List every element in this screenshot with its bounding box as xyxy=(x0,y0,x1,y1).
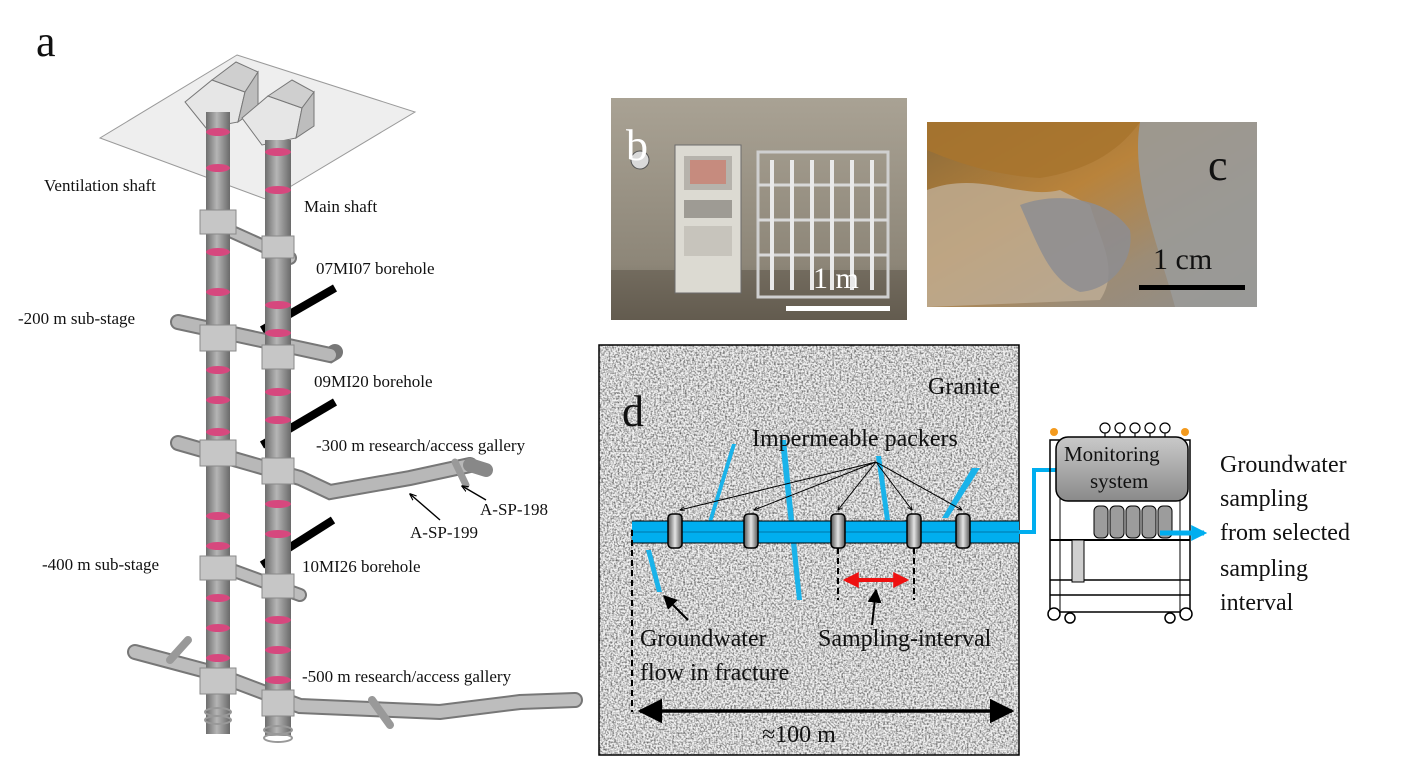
panel-d-letter: d xyxy=(622,387,644,436)
scale-bar-1cm xyxy=(1139,285,1245,290)
label-asp199: A-SP-199 xyxy=(410,523,479,542)
label-500m-gallery: -500 m research/access gallery xyxy=(302,667,512,686)
scale-bar-1m xyxy=(786,306,890,311)
packer-3 xyxy=(830,513,846,549)
monitoring-system-box xyxy=(1055,436,1189,502)
label-right-sampling-2: sampling xyxy=(1220,556,1308,582)
monitoring-apparatus xyxy=(1047,422,1208,624)
label-right-groundwater: Groundwater xyxy=(1220,452,1347,478)
label-ventilation-shaft: Ventilation shaft xyxy=(44,176,156,195)
photo-sampling-rack xyxy=(756,150,890,299)
shaft-junctions xyxy=(199,209,295,717)
panel-b-photo xyxy=(611,98,907,320)
pipe-connector xyxy=(1019,468,1058,534)
fractures xyxy=(646,440,980,600)
label-sampling-interval: Sampling-interval xyxy=(818,626,992,652)
shaft-bottoms xyxy=(204,707,293,743)
packer-2 xyxy=(743,513,759,549)
gw-flow-arrow xyxy=(663,595,689,621)
label-right-from-selected: from selected xyxy=(1220,520,1350,546)
panel-c-letter: c xyxy=(1208,141,1228,190)
label-300m-gallery: -300 m research/access gallery xyxy=(316,436,526,455)
panel-b-letter: b xyxy=(626,121,648,170)
label-main-shaft: Main shaft xyxy=(304,197,378,216)
label-system: system xyxy=(1090,469,1149,493)
packer-5 xyxy=(955,513,971,549)
vent-shaft-rings xyxy=(206,128,230,662)
panel-a-letter: a xyxy=(36,17,56,66)
label-groundwater: Groundwater xyxy=(640,626,767,652)
main-shaft-rings xyxy=(265,148,291,684)
granite-texture xyxy=(599,345,1019,755)
label-200m-substage: -200 m sub-stage xyxy=(18,309,136,328)
label-impermeable-packers: Impermeable packers xyxy=(752,426,958,452)
label-right-sampling: sampling xyxy=(1220,486,1308,512)
label-asp198: A-SP-198 xyxy=(480,500,549,519)
packer-1 xyxy=(667,513,683,549)
tunnel-network xyxy=(127,215,583,729)
scale-label-1m: 1 m xyxy=(813,262,859,295)
ventilation-shaft-column xyxy=(206,112,230,734)
label-right-interval: interval xyxy=(1220,590,1294,616)
packers xyxy=(667,513,971,549)
packer-4 xyxy=(906,513,922,549)
panel-c-photo xyxy=(927,122,1257,307)
arrow-asp198 xyxy=(462,486,487,501)
label-length-100m: ≈100 m xyxy=(762,722,836,748)
panel-a-diagram xyxy=(98,54,583,743)
packer-leaders xyxy=(680,461,962,510)
label-07mi07: 07MI07 borehole xyxy=(316,259,435,278)
panel-d-diagram xyxy=(598,344,1020,756)
headframe-main xyxy=(241,79,315,146)
scale-label-1cm: 1 cm xyxy=(1153,243,1213,276)
label-granite: Granite xyxy=(928,374,1000,400)
label-09mi20: 09MI20 borehole xyxy=(314,372,433,391)
label-10mi26: 10MI26 borehole xyxy=(302,557,421,576)
label-flow-in-fracture: flow in fracture xyxy=(640,660,790,686)
label-monitoring: Monitoring xyxy=(1064,442,1160,466)
arrow-asp199 xyxy=(410,494,441,521)
label-400m-substage: -400 m sub-stage xyxy=(42,555,160,574)
interval-label-arrow xyxy=(867,588,882,626)
